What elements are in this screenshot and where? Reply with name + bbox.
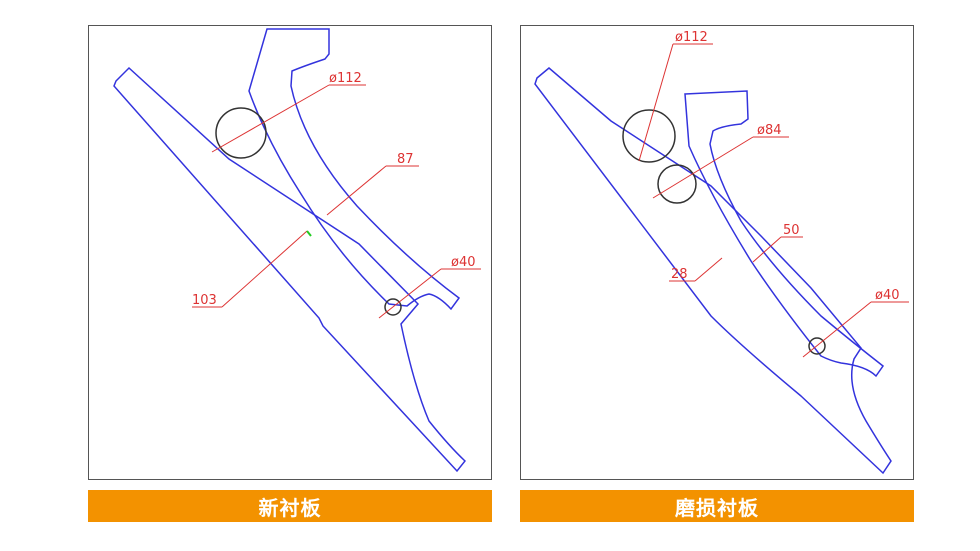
d112-label: ø112 [675, 30, 708, 45]
d40-label: ø40 [451, 255, 476, 270]
diameter-112-circle [215, 107, 267, 159]
d112-label: ø112 [329, 71, 362, 86]
d40-label: ø40 [875, 288, 900, 303]
d103-leader [221, 230, 308, 308]
worn-liner-caption: 磨损衬板 [520, 490, 914, 522]
d40-leader [378, 268, 442, 319]
d40-leader [802, 301, 872, 358]
lifter-outline [248, 28, 461, 311]
d103-label: 103 [192, 293, 217, 308]
d28-label: 28 [671, 267, 688, 282]
lifter-outline [684, 90, 885, 378]
new-liner-panel: ø112 87 ø40 103 [88, 25, 492, 480]
diameter-40-circle [384, 298, 402, 316]
worn-liner-drawing: ø112 ø84 50 28 ø40 [534, 30, 909, 475]
diameter-84-circle [657, 164, 697, 204]
d87-label: 87 [397, 152, 414, 167]
d84-leader [652, 136, 754, 199]
new-liner-drawing: ø112 87 ø40 103 [113, 28, 481, 473]
d84-label: ø84 [757, 123, 782, 138]
d112-leader [211, 84, 330, 153]
diameter-112-circle [622, 109, 676, 163]
d112-leader [638, 43, 674, 162]
d50-leader [752, 236, 782, 263]
liner-plate-outline [534, 67, 892, 475]
diameter-40-circle [808, 337, 826, 355]
d28-leader [694, 257, 723, 282]
d50-label: 50 [783, 223, 800, 238]
d87-leader [326, 165, 387, 216]
worn-liner-panel: ø112 ø84 50 28 ø40 [520, 25, 914, 480]
liner-plate-outline [113, 66, 467, 473]
new-liner-caption: 新衬板 [88, 490, 492, 522]
